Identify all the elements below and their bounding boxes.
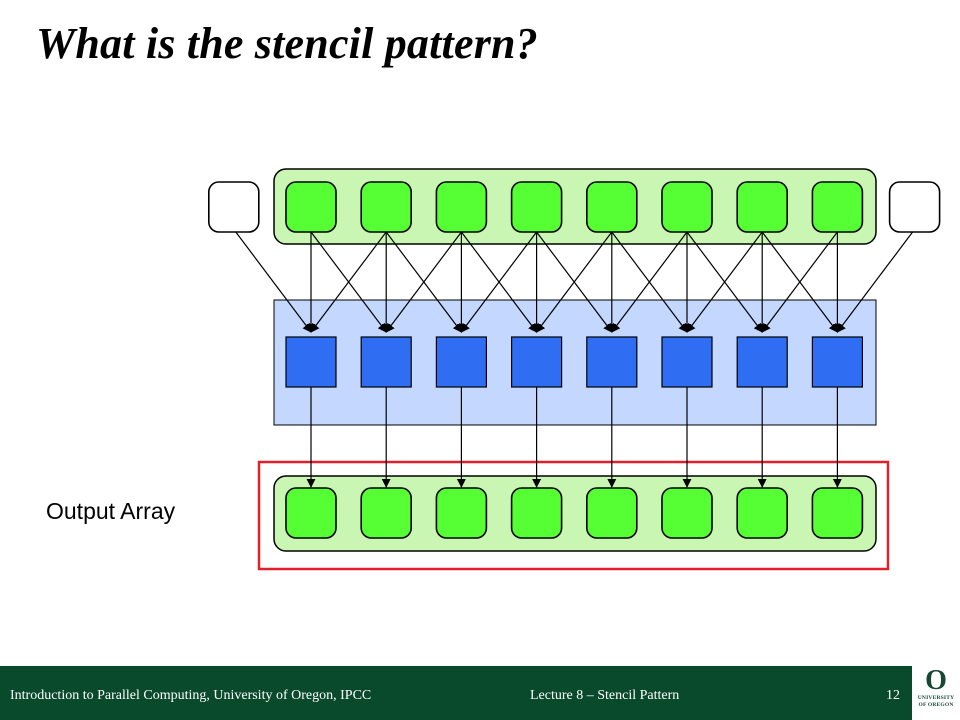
- footer-bar: Introduction to Parallel Computing, Univ…: [0, 666, 960, 720]
- stencil-input-edge: [836, 231, 914, 333]
- output-band: [273, 475, 877, 552]
- boundary-node: [888, 181, 941, 233]
- stencil-input-edge: [611, 231, 688, 333]
- slide-title: What is the stencil pattern?: [36, 19, 538, 68]
- logo-line2: OF OREGON: [918, 702, 954, 708]
- stencil-input-edge: [310, 231, 387, 333]
- stencil-node: [511, 336, 563, 388]
- node-layer: [208, 181, 941, 539]
- stencil-input-edge: [460, 231, 538, 333]
- stencil-input-edge: [761, 231, 838, 333]
- input-node: [661, 181, 713, 233]
- band-layer: [257, 168, 890, 571]
- stencil-node: [360, 336, 412, 388]
- stencil-diagram: [208, 168, 941, 571]
- output-highlight-box: [257, 460, 890, 571]
- logo-letter: O: [925, 665, 947, 696]
- input-band: [273, 168, 877, 245]
- output-node: [585, 487, 638, 539]
- page-number: 12: [886, 688, 900, 703]
- output-array-label: Output Array: [46, 498, 176, 524]
- output-node: [285, 487, 337, 539]
- output-node: [360, 487, 413, 539]
- stencil-node: [736, 336, 788, 388]
- university-logo: O UNIVERSITY OF OREGON: [912, 666, 960, 720]
- logo-line1: UNIVERSITY: [917, 695, 955, 701]
- stencil-node: [435, 336, 487, 388]
- stencil-node: [661, 336, 713, 388]
- stencil-node: [811, 336, 864, 388]
- output-node: [811, 487, 864, 539]
- input-node: [435, 181, 488, 233]
- stencil-input-edge: [235, 231, 312, 333]
- input-node: [585, 181, 638, 233]
- stencil-input-edge: [385, 231, 462, 333]
- output-node: [736, 487, 789, 539]
- output-node: [510, 487, 563, 539]
- output-node: [435, 487, 488, 539]
- footer-lecture: Lecture 8 – Stencil Pattern: [530, 688, 680, 703]
- stencil-node: [586, 336, 638, 388]
- stencil-node: [285, 336, 337, 388]
- input-node: [360, 181, 413, 233]
- footer-course: Introduction to Parallel Computing, Univ…: [10, 688, 372, 703]
- boundary-node: [208, 181, 260, 233]
- input-node: [510, 181, 563, 233]
- stencil-input-edge: [536, 231, 613, 333]
- stencil-input-edge: [686, 231, 763, 333]
- input-node: [285, 181, 337, 233]
- input-node: [736, 181, 789, 233]
- edge-layer: [235, 231, 914, 488]
- input-node: [811, 181, 864, 233]
- output-node: [661, 487, 713, 539]
